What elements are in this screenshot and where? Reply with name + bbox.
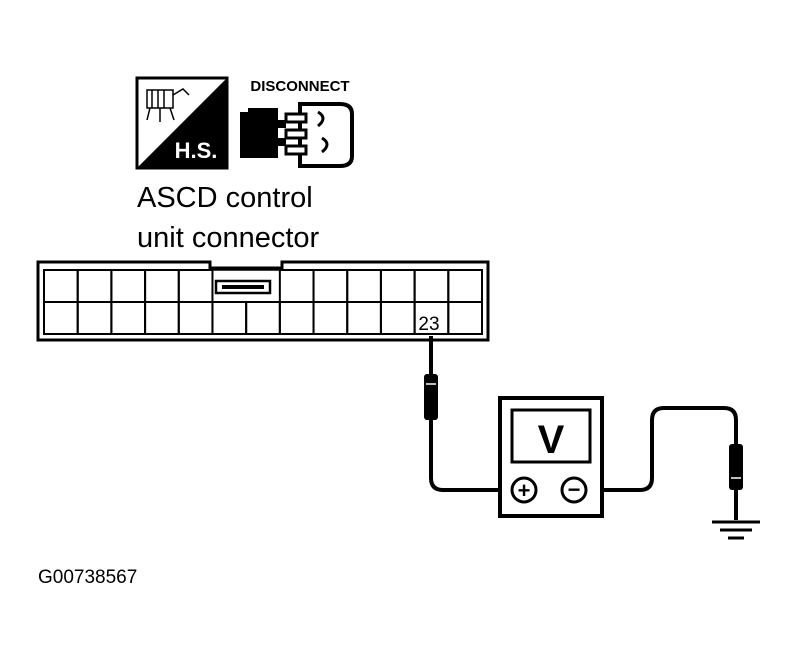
voltmeter-symbol: V [538,418,565,462]
positive-lead-lower [429,420,520,492]
negative-lead-upper [576,406,738,492]
connector-title-line1: ASCD control [137,182,313,214]
positive-terminal [510,476,538,504]
negative-probe [729,444,743,490]
connector-pin-grid [43,269,483,335]
voltmeter: V + − [498,396,604,518]
connector-title-line2: unit connector [137,222,320,254]
negative-terminal-symbol: − [568,477,581,502]
figure-id: G00738567 [38,567,137,588]
ground-icon [712,520,760,540]
pin-23-label: 23 [418,314,439,335]
positive-terminal-symbol: + [518,478,531,503]
pin-cavity [447,301,483,335]
ascd-connector: 23 [36,260,490,342]
harness-side-icon: H.S. [135,76,229,170]
negative-terminal [560,476,588,504]
hs-label: H.S. [175,138,218,163]
disconnect-icon: DISCONNECT [240,78,354,168]
positive-probe [424,374,438,420]
test-leads [429,336,738,520]
disconnect-label: DISCONNECT [250,78,349,95]
